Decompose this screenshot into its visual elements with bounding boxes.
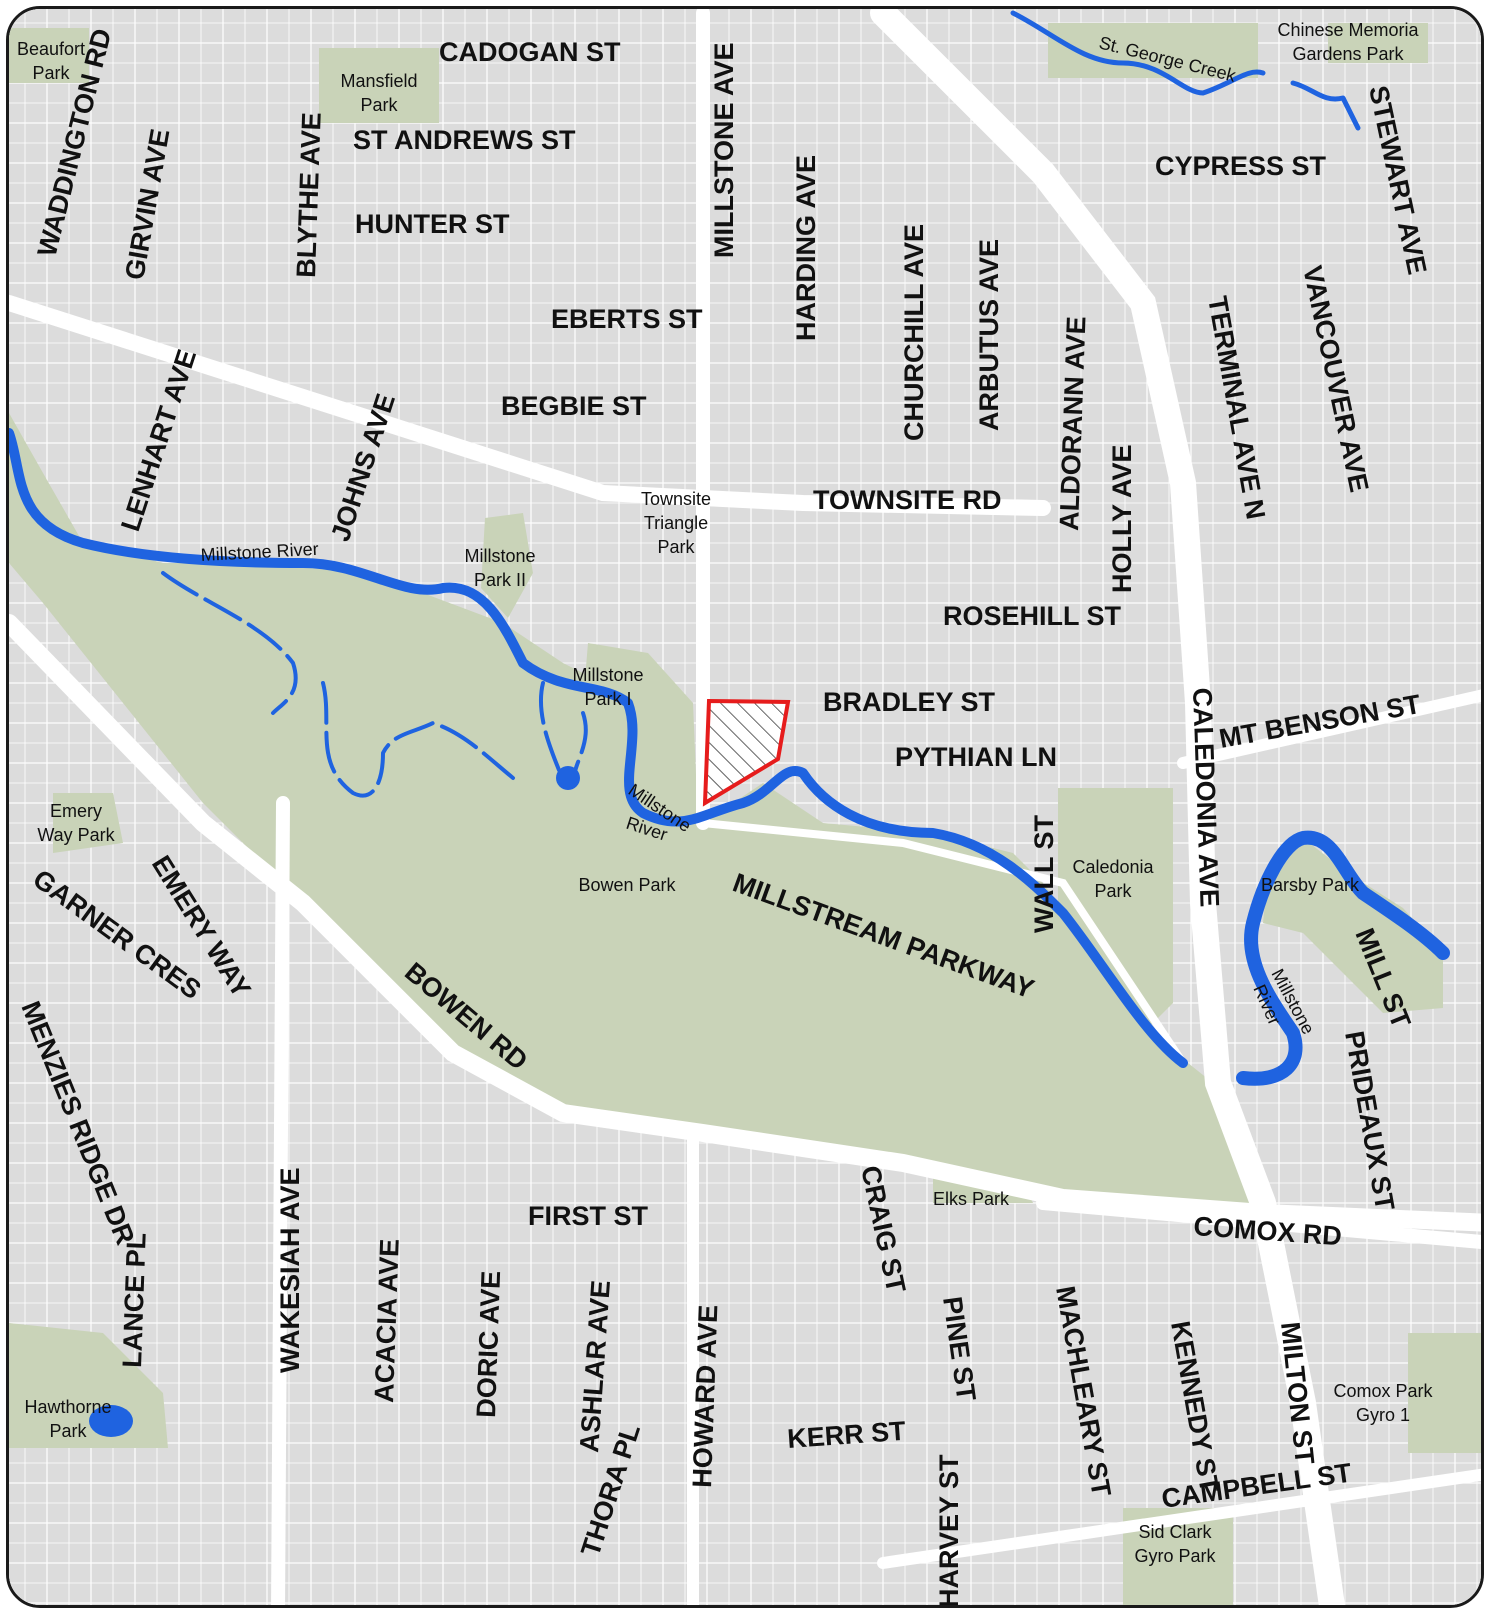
label-churchill: CHURCHILL AVE xyxy=(899,224,929,441)
label-st-andrews: ST ANDREWS ST xyxy=(353,125,576,155)
park-labels: Beaufort Park Mansfield Park Chinese Mem… xyxy=(17,20,1434,1566)
label-townsite: TOWNSITE RD xyxy=(813,485,1002,515)
comox-rd-line xyxy=(1036,1196,1481,1249)
label-doric: DORIC AVE xyxy=(471,1270,506,1418)
caledonia-park-area xyxy=(1058,788,1173,1033)
bowen-rd-line xyxy=(9,614,1481,1232)
label-millstone-ave: MILLSTONE AVE xyxy=(709,42,739,258)
label-bradley: BRADLEY ST xyxy=(823,687,996,717)
map-canvas: CADOGAN ST ST ANDREWS ST HUNTER ST EBERT… xyxy=(9,9,1481,1608)
label-howard: HOWARD AVE xyxy=(687,1304,723,1488)
label-chinese-park-2: Gardens Park xyxy=(1292,44,1404,64)
label-wakesiah: WAKESIAH AVE xyxy=(275,1167,305,1373)
st-george-creek-east xyxy=(1290,80,1361,131)
millstone-river-lower xyxy=(1236,830,1450,1086)
water-layer xyxy=(9,10,1450,1437)
millstream-parkway-line xyxy=(699,819,1187,1067)
label-caledonia-park-2: Park xyxy=(1094,881,1132,901)
label-townsite-triangle-1: Townsite xyxy=(641,489,711,509)
label-chinese-park-1: Chinese Memoria xyxy=(1277,20,1419,40)
label-aldorann: ALDORANN AVE xyxy=(1054,316,1091,531)
map-frame: CADOGAN ST ST ANDREWS ST HUNTER ST EBERT… xyxy=(6,6,1484,1608)
millstone-park-ii-area xyxy=(481,513,533,618)
label-harding: HARDING AVE xyxy=(791,155,821,341)
label-cypress: CYPRESS ST xyxy=(1155,151,1327,181)
label-mansfield-park-2: Park xyxy=(360,95,398,115)
label-sid-clark-1: Sid Clark xyxy=(1138,1522,1212,1542)
label-millstone-ii-2: Park II xyxy=(474,570,526,590)
chinese-memorial-gardens-area xyxy=(1328,23,1428,63)
label-cadogan: CADOGAN ST xyxy=(439,37,621,67)
label-hunter: HUNTER ST xyxy=(355,209,510,239)
label-caledonia-park-1: Caledonia xyxy=(1072,857,1154,877)
beaufort-park-area xyxy=(9,28,89,83)
campbell-line xyxy=(877,1468,1481,1569)
label-townsite-triangle-3: Park xyxy=(657,537,695,557)
millstone-park-i-area xyxy=(583,643,698,823)
label-millstone-i-2: Park I xyxy=(584,689,631,709)
label-mansfield-park-1: Mansfield xyxy=(340,71,417,91)
label-eberts: EBERTS ST xyxy=(551,304,703,334)
label-millstone-ii-1: Millstone xyxy=(464,546,535,566)
label-elks-park: Elks Park xyxy=(933,1189,1010,1209)
label-acacia: ACACIA AVE xyxy=(369,1238,405,1403)
label-emery-way-park-1: Emery xyxy=(50,801,102,821)
label-blythe: BLYTHE AVE xyxy=(291,112,327,278)
label-first: FIRST ST xyxy=(528,1201,649,1231)
label-wall: WALL ST xyxy=(1029,814,1059,933)
label-barsby-park: Barsby Park xyxy=(1261,875,1360,895)
label-bowen-park: Bowen Park xyxy=(578,875,676,895)
label-comox-gyro-2: Gyro 1 xyxy=(1356,1405,1410,1425)
label-holly: HOLLY AVE xyxy=(1107,444,1137,593)
label-beaufort-park-2: Park xyxy=(32,63,70,83)
comox-gyro-park-area xyxy=(1408,1333,1481,1453)
label-comox-gyro-1: Comox Park xyxy=(1333,1381,1433,1401)
label-millstone-i-1: Millstone xyxy=(572,665,643,685)
emery-way-park-area xyxy=(53,793,123,853)
roads-layer xyxy=(9,9,1481,1605)
label-arbutus: ARBUTUS AVE xyxy=(974,239,1004,431)
label-lance: LANCE PL xyxy=(117,1232,152,1368)
barsby-park-area xyxy=(1263,838,1443,1013)
label-harvey: HARVEY ST xyxy=(934,1454,964,1608)
mansfield-park-area xyxy=(319,48,439,123)
label-townsite-triangle-2: Triangle xyxy=(644,513,708,533)
wakesiah-line xyxy=(271,796,290,1605)
caledonia-terminal-corridor xyxy=(870,9,1345,1605)
mt-benson-line xyxy=(1177,689,1481,769)
subject-site-parcel xyxy=(702,698,791,807)
label-beaufort-park-1: Beaufort xyxy=(17,39,85,59)
label-hawthorne-park-2: Park xyxy=(49,1421,87,1441)
label-pythian: PYTHIAN LN xyxy=(895,742,1057,772)
pond-hawthorne xyxy=(89,1405,133,1437)
townsite-rd-line xyxy=(9,295,1051,516)
label-begbie: BEGBIE ST xyxy=(501,391,647,421)
label-hawthorne-park-1: Hawthorne xyxy=(24,1397,111,1417)
millstone-river xyxy=(9,428,1188,1068)
st-george-creek xyxy=(1010,10,1266,96)
bowen-park-streams xyxy=(161,571,588,798)
label-rosehill: ROSEHILL ST xyxy=(943,601,1122,631)
label-emery-way-park-2: Way Park xyxy=(37,825,115,845)
label-sid-clark-2: Gyro Park xyxy=(1134,1546,1216,1566)
pond-bowen xyxy=(556,766,580,790)
